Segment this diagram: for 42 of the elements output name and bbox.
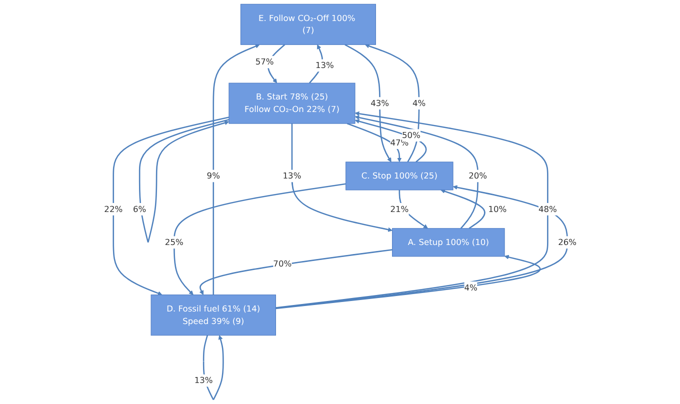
node-box: C. Stop 100% (25): [345, 162, 453, 190]
edge-label: 48%: [538, 204, 557, 214]
arrow: [364, 44, 420, 162]
node-box: B. Start 78% (25) Follow CO₂-On 22% (7): [228, 82, 355, 124]
edge-label: 4%: [464, 282, 478, 292]
arrow: [112, 116, 229, 296]
edge-label: 20%: [468, 170, 487, 181]
arrow: [440, 189, 485, 229]
edge-label: 22%: [104, 204, 122, 214]
arrow: [354, 119, 426, 162]
arrow: [354, 115, 478, 229]
node-box: E. Follow CO₂-Off 100% (7): [240, 4, 376, 45]
edge-label: 4%: [412, 98, 426, 108]
arrow: [344, 44, 391, 162]
arrow: [275, 185, 568, 309]
edge-label: 57%: [254, 56, 274, 67]
edge-label: 13%: [282, 170, 301, 181]
arrow: [202, 335, 224, 400]
edge-label: 21%: [390, 204, 408, 214]
edge-label: 6%: [132, 204, 146, 214]
edge-label: 10%: [488, 204, 506, 214]
arrow: [275, 254, 540, 310]
arrow: [308, 44, 323, 84]
edge-label: 13%: [315, 60, 334, 70]
node-box: D. Fossil fuel 61% (14) Speed 39% (9): [150, 294, 276, 336]
arrow: [398, 190, 428, 229]
arrow: [173, 183, 346, 296]
edge-label: 25%: [164, 237, 184, 248]
edge-label: 70%: [272, 258, 292, 269]
edge-label: 13%: [194, 375, 212, 386]
arrow: [346, 122, 402, 162]
arrow: [275, 111, 548, 308]
node-box: A. Setup 100% (10): [392, 228, 504, 257]
arrow: [291, 124, 392, 232]
arrow: [138, 118, 229, 243]
arrow: [267, 44, 285, 84]
arrow: [199, 249, 392, 296]
edge-label: 50%: [402, 130, 420, 140]
edge-label: 9%: [206, 170, 220, 181]
arrow: [212, 44, 260, 295]
edge-label: 26%: [558, 237, 576, 248]
edge-label: 43%: [370, 98, 389, 108]
